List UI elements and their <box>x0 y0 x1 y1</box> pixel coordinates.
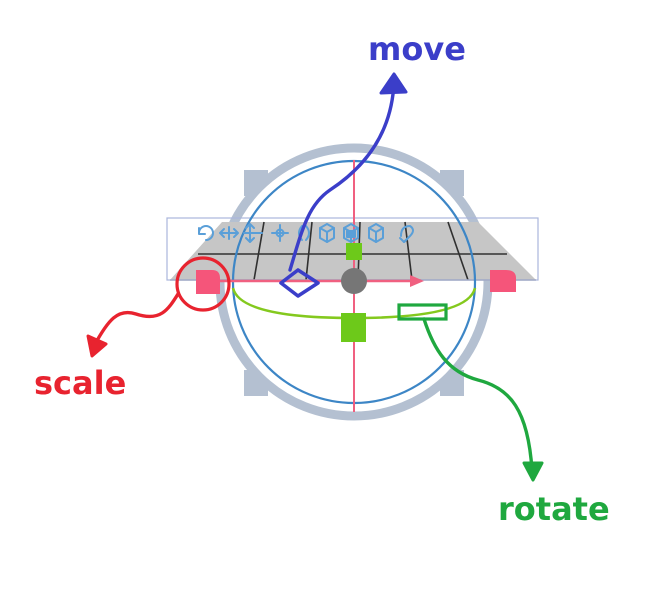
rotate-annotation: rotate <box>397 303 610 528</box>
scale-handle-right[interactable] <box>490 270 516 292</box>
toolbar-icons <box>198 223 414 243</box>
rotate-arrowhead <box>522 461 544 482</box>
move-vertical-icon[interactable] <box>243 223 263 243</box>
cube-top-icon[interactable] <box>319 223 335 243</box>
move-diamond-marker <box>279 268 320 298</box>
move-horizontal-icon[interactable] <box>219 226 239 240</box>
rotate-arrow-line <box>422 317 534 472</box>
move-arrowhead <box>379 72 408 95</box>
cube-front-icon[interactable] <box>343 223 359 243</box>
scale-circle-marker <box>175 256 231 312</box>
vertical-handle-bottom[interactable] <box>341 313 366 342</box>
undo-icon[interactable] <box>399 225 414 243</box>
move-annotation: move <box>279 30 466 298</box>
move-label: move <box>368 30 466 68</box>
center-knob[interactable] <box>341 268 367 294</box>
scale-label: scale <box>34 364 126 402</box>
vertical-handle-top[interactable] <box>346 243 362 260</box>
cube-side-icon[interactable] <box>368 223 384 243</box>
scale-handle-left[interactable] <box>196 270 220 294</box>
move-arrow-line <box>288 80 396 272</box>
scale-arrowhead <box>86 334 108 358</box>
rotate-handle-icon[interactable] <box>198 225 214 241</box>
move-all-icon[interactable] <box>271 224 289 242</box>
scale-arrow-line <box>92 292 180 348</box>
rotate-label: rotate <box>498 490 610 528</box>
scale-annotation: scale <box>34 256 231 402</box>
horizontal-axis-arrowhead <box>410 275 424 287</box>
